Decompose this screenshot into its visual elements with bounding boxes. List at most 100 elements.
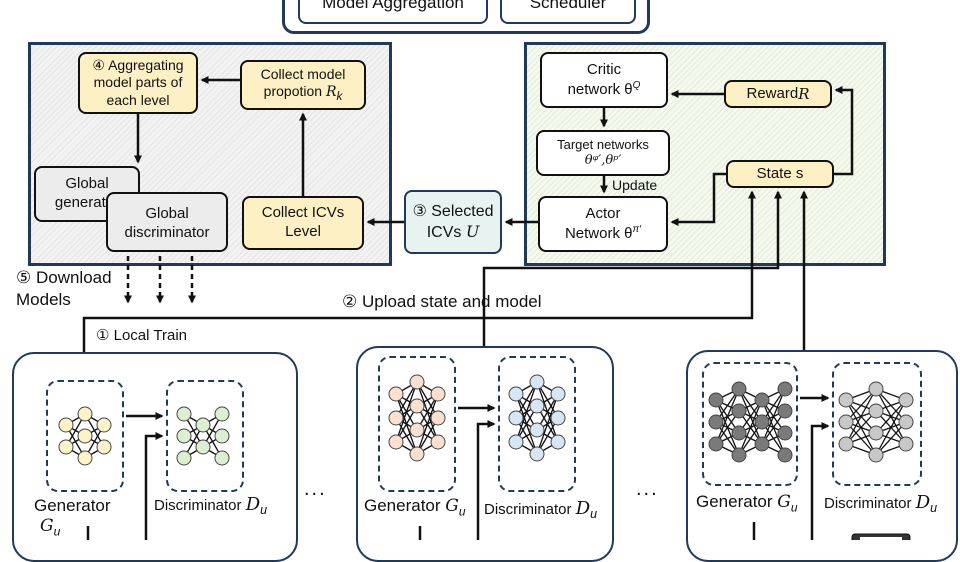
client-3-discriminator-net-neuron <box>868 403 884 419</box>
client-2-discriminator-net-neuron <box>508 410 524 426</box>
client-2-generator-symbol: G <box>445 496 459 516</box>
target-line2: θᵠ′,θᵖ′ <box>584 153 622 168</box>
critic-network-node: Critic network θQ <box>540 52 668 108</box>
client-1-generator-sub: u <box>53 524 61 539</box>
client-3-discriminator-net-neuron <box>868 425 884 441</box>
client2-input-to-disc <box>476 420 496 540</box>
client-3-generator-net-neuron <box>754 392 770 408</box>
update-label: Update <box>612 177 658 193</box>
client-3-discriminator-net-neuron <box>838 414 854 430</box>
reward-symbol: R <box>798 84 810 103</box>
client-1-discriminator-symbol: D <box>245 494 261 515</box>
client-3-discriminator-net-neuron <box>898 392 914 408</box>
client-3-generator-net-neuron <box>731 381 747 397</box>
client-2-discriminator-net-neuron <box>550 434 566 450</box>
model-aggregation-box: Model Aggregation <box>298 0 488 24</box>
actor-line2: Network θπ′ <box>565 224 641 244</box>
client-1-generator-net-neuron <box>77 450 93 466</box>
proportion-prefix: propotion <box>263 83 326 100</box>
client-1-discriminator-net-neuron <box>214 406 230 422</box>
arrow-state-to-actor <box>670 172 726 226</box>
client-1-generator-net-neuron <box>96 439 112 455</box>
client-3-discriminator-net-neuron <box>898 414 914 430</box>
client-3-generator-net-neuron <box>777 403 793 419</box>
ellipsis-2: ... <box>636 478 659 500</box>
global-discriminator-node: Global discriminator <box>106 192 228 252</box>
critic-line2: network θQ <box>568 80 641 100</box>
proportion-sub: k <box>336 89 343 103</box>
client-3-discriminator-net-neuron <box>868 381 884 397</box>
client-3-discriminator-net-edge <box>875 399 907 456</box>
client-1-discriminator-net-neuron <box>176 406 192 422</box>
client-2-generator-net-edge <box>395 381 418 443</box>
selected-icvs-line1: ③ Selected <box>412 202 494 220</box>
client-2-discriminator-net-neuron <box>550 410 566 426</box>
client-2-discriminator-net-neuron <box>529 374 545 390</box>
client-3-discriminator-net-neuron <box>838 392 854 408</box>
client-3-discriminator-box <box>832 362 922 486</box>
client-2-generator-net-neuron <box>388 434 404 450</box>
client-3-generator-text: Generator <box>696 492 778 511</box>
client-2-panel <box>356 346 614 562</box>
client-2-generator-net-neuron <box>409 446 425 462</box>
ellipsis-1: ... <box>304 478 327 500</box>
client-1-discriminator-sub: u <box>260 503 268 517</box>
client-3-generator-net-neuron <box>777 447 793 463</box>
client-3-generator-net-edge <box>761 388 786 445</box>
client-1-generator-net-neuron <box>77 406 93 422</box>
client-2-generator-net-neuron <box>430 386 446 402</box>
client-1-discriminator-net-neuron <box>195 439 211 455</box>
client-3-discriminator-net-edge <box>845 388 877 445</box>
critic-theta: network θ <box>567 80 633 98</box>
client-2-generator-net-neuron <box>409 374 425 390</box>
client-1-discriminator-net-neuron <box>176 450 192 466</box>
client-2-generator-sub: u <box>458 504 466 519</box>
client-1-generator-label: Generator Gu <box>34 496 111 541</box>
client-1-discriminator-text: Discriminator <box>154 497 246 514</box>
client-2-generator-net-neuron <box>430 434 446 450</box>
client-3-generator-net-edge <box>715 388 740 445</box>
client-2-generator-text: Generator <box>364 496 446 515</box>
client-3-discriminator-net-neuron <box>868 447 884 463</box>
global-discriminator-label: Global discriminator <box>124 205 210 241</box>
client-2-generator-net-edge <box>416 393 439 455</box>
upload-line-client1 <box>82 190 756 352</box>
client-3-generator-symbol: G <box>777 492 791 512</box>
client-3-discriminator-net-neuron <box>838 436 854 452</box>
collect-model-label: Collect model <box>260 65 346 82</box>
client-3-generator-sub: u <box>790 500 798 515</box>
client-2-discriminator-label: Discriminator Du <box>484 498 597 521</box>
client-3-discriminator-text: Discriminator <box>824 495 916 512</box>
client-2-discriminator-net-neuron <box>508 434 524 450</box>
actor-network-node: Actor Network θπ′ <box>538 196 668 252</box>
client-3-generator-net-neuron <box>708 436 724 452</box>
proportion-symbol: R <box>325 84 337 101</box>
client-3-generator-net-neuron <box>731 447 747 463</box>
selected-icvs-symbol: U <box>465 221 480 241</box>
client-1-generator-net-neuron <box>77 428 93 444</box>
client-2-discriminator-net-neuron <box>529 422 545 438</box>
client-2-discriminator-sub: u <box>590 507 598 521</box>
client-2-discriminator-net-neuron <box>529 398 545 414</box>
client-3-generator-net-neuron <box>777 381 793 397</box>
client-1-discriminator-box <box>166 380 244 492</box>
client-3-generator-net-neuron <box>708 414 724 430</box>
client-1-discriminator-net-neuron <box>195 417 211 433</box>
selected-icvs-prefix: ICVs <box>426 223 466 241</box>
client-2-discriminator-net-neuron <box>508 386 524 402</box>
client-3-generator-net-neuron <box>708 392 724 408</box>
client-1-discriminator-net-neuron <box>176 428 192 444</box>
download-models-line2: Models <box>16 290 71 309</box>
state-label: State s <box>756 164 804 182</box>
client-3-generator-net-edge <box>738 399 763 456</box>
actor-sup: π′ <box>632 223 642 235</box>
aggregating-step-node: ④ Aggregating model parts of each level <box>78 52 198 114</box>
selected-icvs-line2: ICVs U <box>427 222 480 243</box>
client-1-discriminator-net-neuron <box>214 450 230 466</box>
client-2-discriminator-box <box>498 356 576 492</box>
actor-theta: Network θ <box>564 224 633 242</box>
client-2-generator-net-neuron <box>388 386 404 402</box>
target-line1: Target networks <box>557 136 649 152</box>
selected-icvs-node: ③ Selected ICVs U <box>404 190 502 254</box>
download-models-line1: ⑤ Download <box>16 268 112 287</box>
